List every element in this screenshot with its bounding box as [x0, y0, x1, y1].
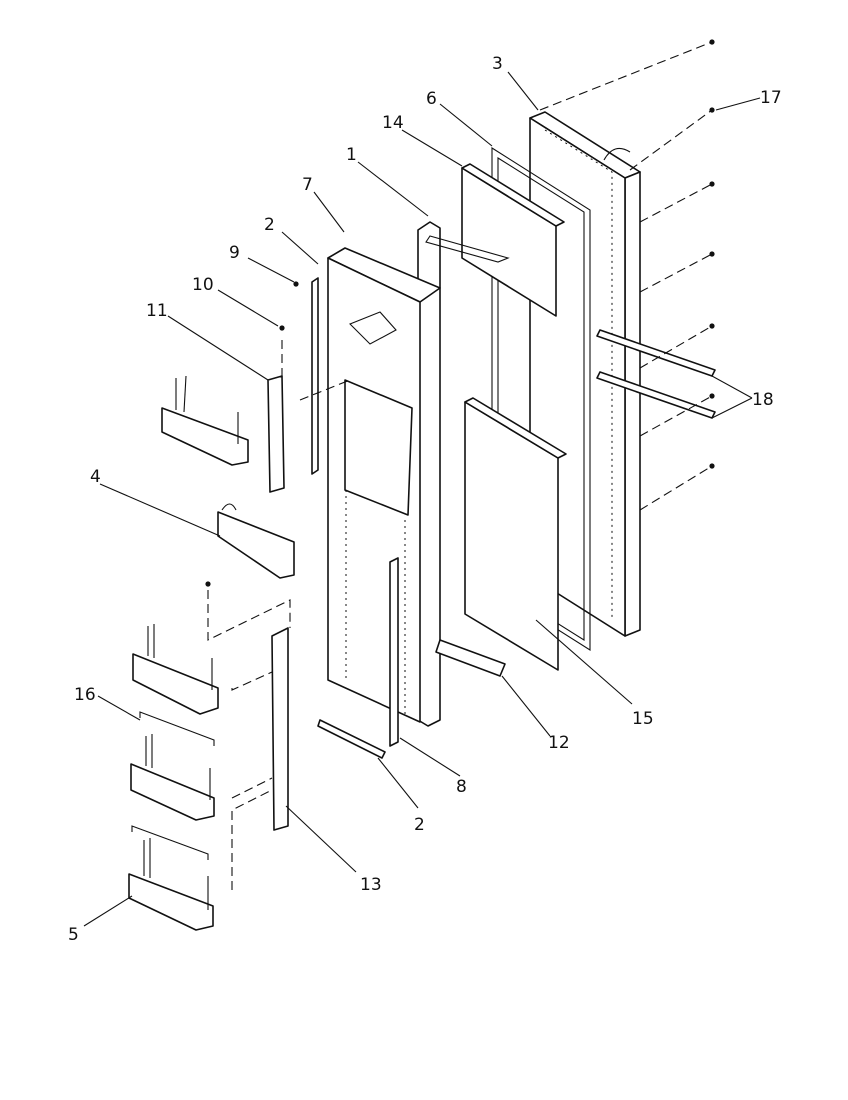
callout-9: 9 — [229, 243, 240, 263]
callout-14: 14 — [382, 113, 404, 133]
callout-8: 8 — [456, 777, 467, 797]
callout-6: 6 — [426, 89, 437, 109]
door-bin-top — [161, 375, 249, 466]
lower-insulation-panel — [464, 397, 567, 671]
callout-labels: 3 17 6 14 1 7 2 9 10 11 18 4 16 12 15 8 … — [68, 54, 782, 945]
callout-15: 15 — [632, 709, 654, 729]
fasteners — [205, 39, 715, 587]
long-trim-strip — [271, 627, 289, 831]
callout-1: 1 — [346, 145, 357, 165]
door-bin-middle — [132, 624, 219, 715]
callout-2-bottom: 2 — [414, 815, 425, 835]
callout-7: 7 — [302, 175, 313, 195]
callout-10: 10 — [192, 275, 214, 295]
assembly-lines — [207, 41, 713, 890]
callout-4: 4 — [90, 467, 101, 487]
callout-12: 12 — [548, 733, 570, 753]
callout-17: 17 — [760, 88, 782, 108]
side-trim-strip-upper — [311, 277, 319, 475]
callout-18: 18 — [752, 390, 774, 410]
door-bin-bottom — [128, 825, 214, 931]
vertical-trim-8 — [389, 557, 399, 747]
callout-5: 5 — [68, 925, 79, 945]
callout-13: 13 — [360, 875, 382, 895]
bottom-trim-strip — [435, 639, 506, 677]
door-bin-small — [217, 503, 295, 579]
door-bin-lower — [130, 711, 215, 821]
callout-11: 11 — [146, 301, 168, 321]
callout-3: 3 — [492, 54, 503, 74]
vertical-trim-11 — [267, 375, 285, 493]
upper-insulation-panel — [461, 163, 565, 317]
leader-lines — [83, 71, 761, 927]
callout-2-top: 2 — [264, 215, 275, 235]
side-trim-strip-lower — [317, 719, 386, 759]
callout-16: 16 — [74, 685, 96, 705]
